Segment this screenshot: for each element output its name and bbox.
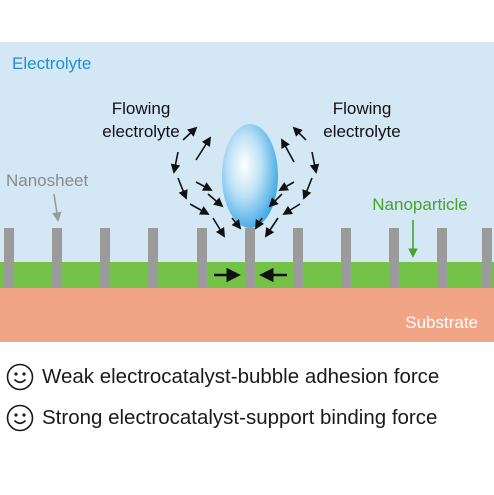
nanosheet-label: Nanosheet (6, 171, 89, 190)
electrocatalyst-diagram: Electrolyte Flowing electrolyte Flowing … (0, 42, 494, 342)
nanoparticle-label: Nanoparticle (372, 195, 467, 214)
nanosheet (52, 228, 62, 288)
flowing-electrolyte-right-line2: electrolyte (323, 122, 400, 141)
flowing-electrolyte-left-line1: Flowing (112, 99, 171, 118)
smiley-face-icon (6, 363, 34, 391)
nanosheet (437, 228, 447, 288)
flow-arrows-left (170, 126, 242, 238)
caption-adhesion: Weak electrocatalyst-bubble adhesion for… (6, 360, 439, 394)
smiley-face-icon (6, 404, 34, 432)
nanosheet (148, 228, 158, 288)
nanosheet (100, 228, 110, 288)
flowing-electrolyte-left-line2: electrolyte (102, 122, 179, 141)
caption-text: Strong electrocatalyst-support binding f… (42, 406, 438, 429)
caption-binding: Strong electrocatalyst-support binding f… (6, 401, 437, 435)
nanosheet (482, 228, 492, 288)
nanosheet (197, 228, 207, 288)
flow-arrows-right (255, 126, 320, 238)
flowing-electrolyte-right-line1: Flowing (333, 99, 392, 118)
substrate-layer (0, 288, 494, 342)
caption-text: Weak electrocatalyst-bubble adhesion for… (42, 365, 440, 388)
electrolyte-label: Electrolyte (12, 54, 91, 73)
nanosheet (245, 228, 255, 288)
substrate-label: Substrate (405, 313, 478, 332)
nanosheet (389, 228, 399, 288)
nanosheet (293, 228, 303, 288)
nanosheet-array (4, 228, 492, 288)
gas-bubble (222, 124, 278, 228)
nanosheet (341, 228, 351, 288)
nanosheet (4, 228, 14, 288)
nanosheet-pointer-arrow (52, 193, 62, 222)
